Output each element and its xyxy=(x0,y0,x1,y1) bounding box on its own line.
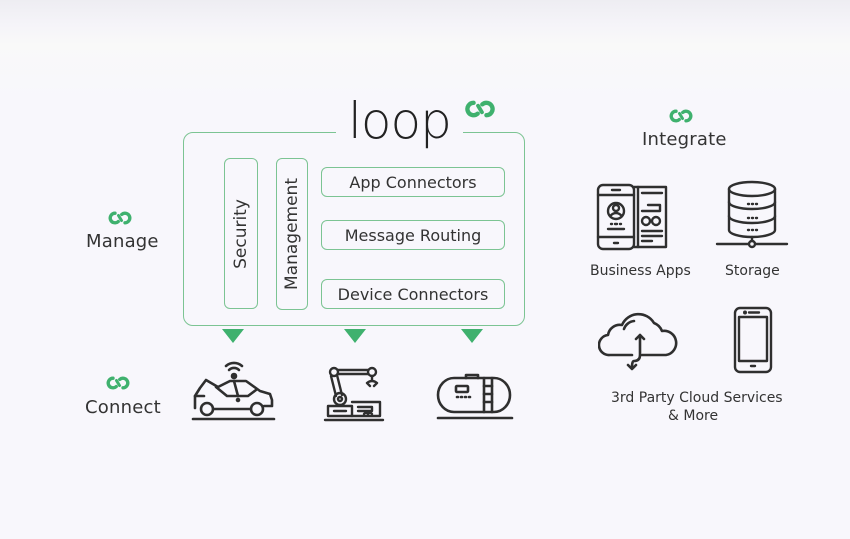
business-apps-icon xyxy=(596,183,668,251)
down-arrow-3-icon xyxy=(461,329,483,343)
module-message-routing: Message Routing xyxy=(321,220,505,250)
down-arrow-1-icon xyxy=(222,329,244,343)
module-security-label: Security xyxy=(231,198,251,269)
integrate-loop-icon xyxy=(669,109,693,123)
manage-label: Manage xyxy=(86,231,159,252)
module-management: Management xyxy=(276,158,308,310)
smartphone-icon xyxy=(733,306,773,374)
third-party-cloud-label: 3rd Party Cloud Services xyxy=(611,390,783,406)
module-security: Security xyxy=(224,158,258,309)
module-device-connectors: Device Connectors xyxy=(321,279,505,309)
loop-logo: loop xyxy=(336,95,463,147)
cloud-sync-icon xyxy=(598,309,680,373)
connect-label: Connect xyxy=(85,397,161,418)
loop-infinity-icon xyxy=(464,100,496,118)
manage-loop-icon xyxy=(108,211,132,225)
storage-tank-icon xyxy=(436,372,514,422)
down-arrow-2-icon xyxy=(344,329,366,343)
connected-car-icon xyxy=(190,356,278,422)
and-more-label: & More xyxy=(668,408,719,424)
connect-loop-icon xyxy=(106,376,130,390)
business-apps-label: Business Apps xyxy=(590,263,691,279)
logo-text: loop xyxy=(348,92,452,150)
database-storage-icon xyxy=(715,180,789,250)
module-management-label: Management xyxy=(282,178,302,290)
storage-label: Storage xyxy=(725,263,780,279)
integrate-title: Integrate xyxy=(642,129,727,150)
industrial-robot-arm-icon xyxy=(322,364,386,424)
module-app-connectors: App Connectors xyxy=(321,167,505,197)
